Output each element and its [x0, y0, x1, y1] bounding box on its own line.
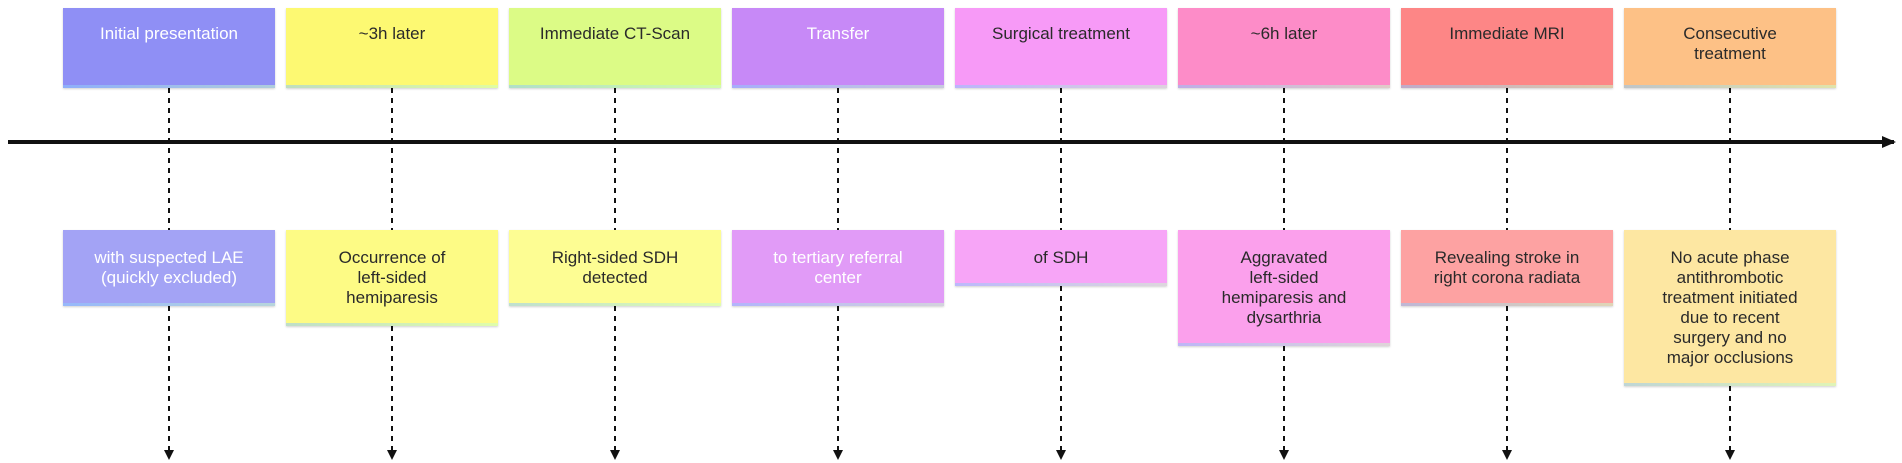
step-title-note: Immediate MRI [1401, 8, 1613, 88]
note-stripe [732, 85, 944, 88]
step-detail-note: Aggravated left-sided hemiparesis and dy… [1178, 230, 1390, 346]
note-stripe [1178, 343, 1390, 346]
step-detail-note: Right-sided SDH detected [509, 230, 721, 306]
step-detail: Occurrence of left-sided hemiparesis [338, 248, 446, 307]
note-stripe [955, 85, 1167, 88]
note-stripe [509, 85, 721, 88]
step-title: Initial presentation [100, 24, 238, 43]
step-title: Transfer [806, 24, 870, 43]
step-detail-note: of SDH [955, 230, 1167, 286]
note-stripe [63, 303, 275, 306]
step-detail: of SDH [1033, 248, 1089, 267]
note-stripe [286, 323, 498, 326]
note-stripe [286, 85, 498, 88]
step-title-note: ~3h later [286, 8, 498, 88]
step-title-note: Consecutive treatment [1624, 8, 1836, 88]
step-title-note: Surgical treatment [955, 8, 1167, 88]
step-detail-note: Revealing stroke in right corona radiata [1401, 230, 1613, 306]
step-title-note: Initial presentation [63, 8, 275, 88]
note-stripe [955, 283, 1167, 286]
step-title: Immediate MRI [1449, 24, 1565, 43]
note-stripe [63, 85, 275, 88]
note-stripe [509, 303, 721, 306]
note-stripe [1401, 303, 1613, 306]
step-detail: with suspected LAE (quickly excluded) [94, 248, 244, 287]
step-title: ~6h later [1250, 24, 1318, 43]
step-detail: No acute phase antithrombotic treatment … [1662, 248, 1798, 367]
step-detail: Aggravated left-sided hemiparesis and dy… [1221, 248, 1347, 327]
note-stripe [1624, 85, 1836, 88]
step-title: ~3h later [358, 24, 426, 43]
step-title: Immediate CT-Scan [539, 24, 691, 43]
step-title-note: ~6h later [1178, 8, 1390, 88]
step-detail-note: to tertiary referral center [732, 230, 944, 306]
note-stripe [732, 303, 944, 306]
step-detail-note: No acute phase antithrombotic treatment … [1624, 230, 1836, 386]
note-stripe [1624, 383, 1836, 386]
step-detail: Right-sided SDH detected [551, 248, 679, 287]
note-stripe [1178, 85, 1390, 88]
step-detail-note: Occurrence of left-sided hemiparesis [286, 230, 498, 326]
step-title: Surgical treatment [992, 24, 1130, 43]
step-detail-note: with suspected LAE (quickly excluded) [63, 230, 275, 306]
step-title: Consecutive treatment [1683, 24, 1777, 63]
step-title-note: Transfer [732, 8, 944, 88]
step-detail: to tertiary referral center [773, 248, 903, 287]
note-stripe [1401, 85, 1613, 88]
step-detail: Revealing stroke in right corona radiata [1433, 248, 1581, 287]
step-title-note: Immediate CT-Scan [509, 8, 721, 88]
